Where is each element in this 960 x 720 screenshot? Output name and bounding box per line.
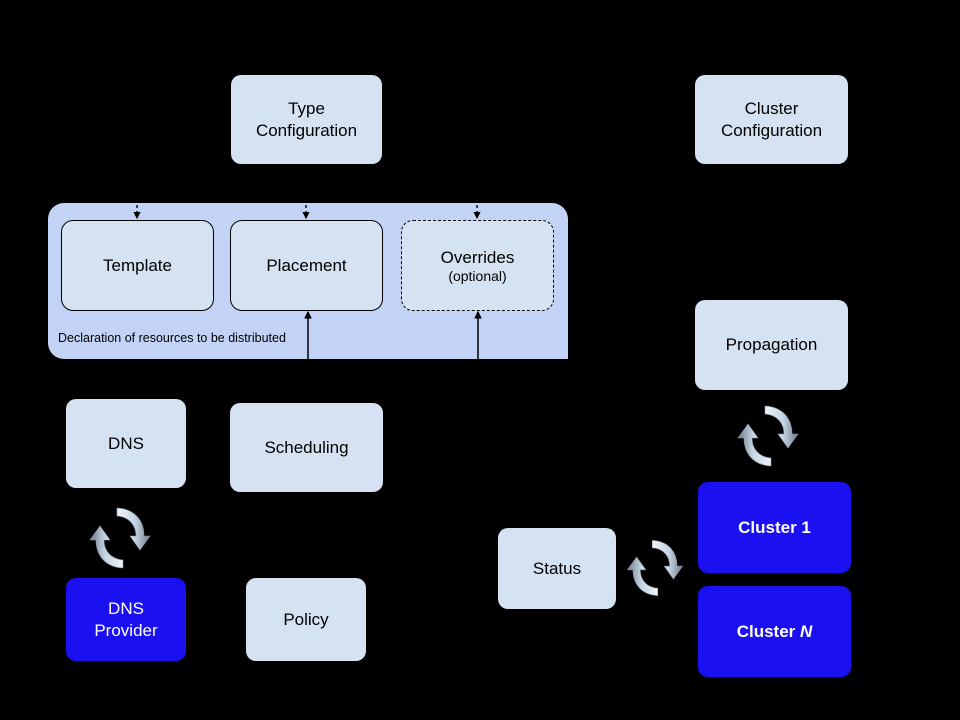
policy-label: Policy [283, 609, 329, 629]
dns-provider-line1: DNS [108, 599, 144, 619]
template-label: Template [103, 255, 172, 275]
sync-cycle-icon-dns [89, 507, 151, 569]
cluster-n-suffix: N [800, 621, 813, 641]
node-status[interactable]: Status [498, 528, 616, 609]
type-configuration-line2: Configuration [255, 120, 358, 140]
node-dns-provider[interactable]: DNS Provider [66, 578, 186, 661]
declaration-caption: Declaration of resources to be distribut… [58, 331, 286, 345]
cluster-configuration-line2: Configuration [720, 120, 823, 140]
node-cluster-configuration[interactable]: Cluster Configuration [695, 75, 848, 164]
node-cluster-1[interactable]: Cluster 1 [698, 482, 851, 573]
dns-provider-line2: Provider [94, 620, 158, 640]
cluster-n-prefix: Cluster [736, 621, 800, 641]
sync-cycle-icon-propagation [737, 405, 799, 467]
overrides-label: Overrides [440, 247, 515, 267]
node-cluster-n[interactable]: Cluster N [698, 586, 851, 677]
node-dns[interactable]: DNS [66, 399, 186, 488]
node-policy[interactable]: Policy [246, 578, 366, 661]
scheduling-label: Scheduling [264, 437, 349, 457]
status-label: Status [532, 558, 582, 578]
node-propagation[interactable]: Propagation [695, 300, 848, 390]
overrides-sublabel: (optional) [448, 267, 507, 284]
cluster-1-suffix: 1 [801, 517, 811, 537]
node-scheduling[interactable]: Scheduling [230, 403, 383, 492]
sync-cycle-icon-status [626, 540, 684, 596]
node-template[interactable]: Template [61, 220, 214, 311]
type-configuration-line1: Type [288, 99, 325, 119]
cluster-configuration-line1: Cluster [744, 99, 799, 119]
placement-label: Placement [266, 255, 347, 275]
propagation-label: Propagation [725, 335, 818, 355]
dns-label: DNS [108, 433, 144, 453]
node-placement[interactable]: Placement [230, 220, 383, 311]
node-overrides[interactable]: Overrides (optional) [401, 220, 554, 311]
cluster-1-prefix: Cluster [738, 517, 802, 537]
node-type-configuration[interactable]: Type Configuration [231, 75, 382, 164]
